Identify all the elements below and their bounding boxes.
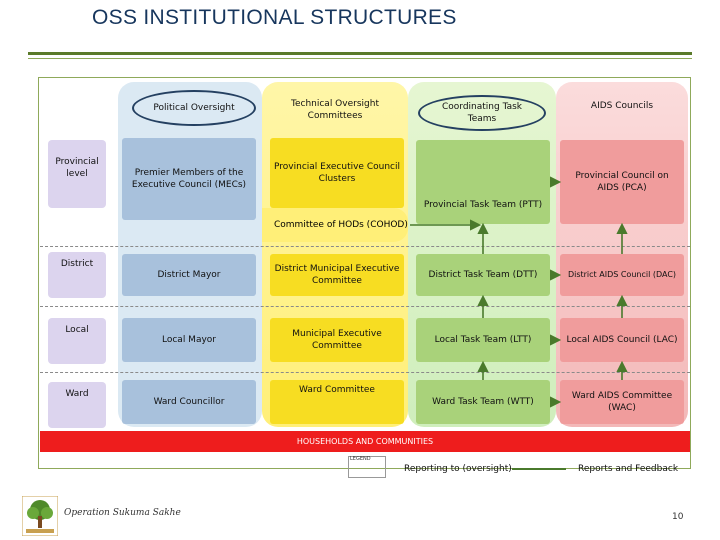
legend-label: LEGEND [350,456,371,462]
local-task-team-box: Local Task Team (LTT) [416,318,550,362]
ward-task-team-box: Ward Task Team (WTT) [416,380,550,424]
local-technical-box: Municipal Executive Committee [270,318,404,362]
level-local: Local [48,318,106,364]
separator-local [40,306,690,307]
title-rule-thin [28,58,692,59]
ward-political-box: Ward Councillor [122,380,256,424]
provincial-task-team-box: Provincial Task Team (PTT) [416,140,550,224]
header-technical-oversight: Technical Oversight Committees [291,99,379,121]
header-coordinating-task-teams: Coordinating Task Teams [441,102,522,124]
district-task-team-box: District Task Team (DTT) [416,254,550,296]
legend-reporting: Reporting to (oversight) [404,464,512,474]
header-political-oversight: Political Oversight [153,103,235,113]
level-ward: Ward [48,382,106,428]
header-oval-coordinating [418,95,546,131]
header-oval-political [132,90,256,126]
ward-technical-box: Ward Committee [270,380,404,424]
provincial-council-box: Provincial Council on AIDS (PCA) [560,140,684,224]
provincial-political-box: Premier Members of the Executive Council… [122,138,256,220]
level-provincial: Provincial level [48,140,106,208]
local-political-box: Local Mayor [122,318,256,362]
level-district: District [48,252,106,298]
diagram-frame [38,77,691,469]
separator-district [40,246,690,247]
legend-feedback: Reports and Feedback [578,464,679,474]
title-rule [28,52,692,55]
separator-ward [40,372,690,373]
district-technical-box: District Municipal Executive Committee [270,254,404,296]
provincial-technical-box: Provincial Executive Council Clusters [270,138,404,208]
tree-logo-icon [21,495,59,537]
cohod-box: Committee of HODs (COHOD) [262,208,408,242]
ward-council-box: Ward AIDS Committee (WAC) [560,380,684,424]
page-title: OSS INSTITUTIONAL STRUCTURES [92,6,457,29]
district-political-box: District Mayor [122,254,256,296]
header-aids-councils: AIDS Councils [590,101,654,111]
legend-box [348,456,386,478]
local-council-box: Local AIDS Council (LAC) [560,318,684,362]
page-number: 10 [672,512,684,522]
footer-logo-text: Operation Sukuma Sakhe [64,508,181,518]
households-bar: HOUSEHOLDS AND COMMUNITIES [40,431,690,452]
district-council-box: District AIDS Council (DAC) [560,254,684,296]
